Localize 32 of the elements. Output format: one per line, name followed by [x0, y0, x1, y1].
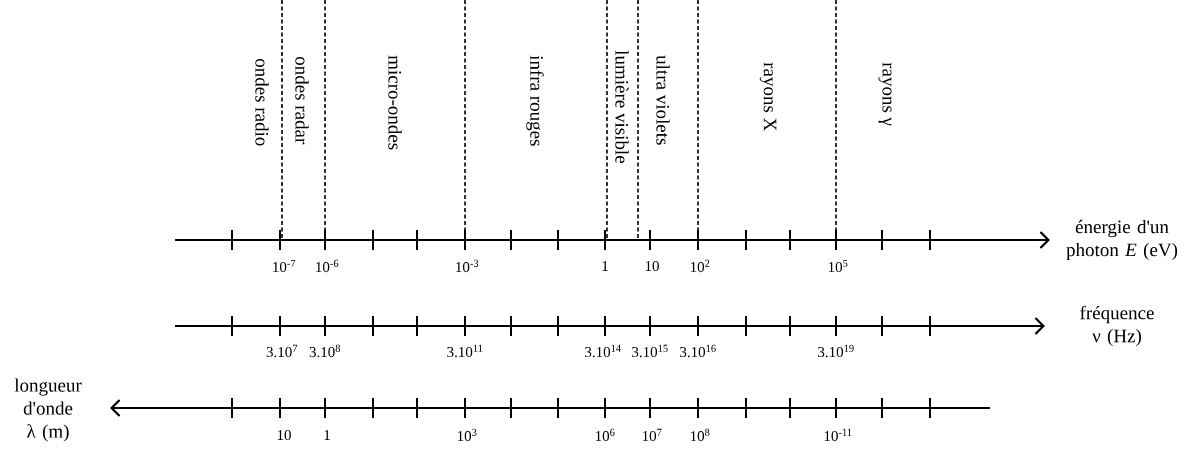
- tick-label: 10: [277, 429, 291, 441]
- band-label: rayons γ: [878, 62, 892, 126]
- band-label: rayons X: [759, 62, 777, 131]
- tick-label: 10$^{3}$: [457, 428, 477, 442]
- tick-label: 1: [602, 261, 608, 271]
- axis-title: longueur d'onde λ (m): [14, 378, 82, 442]
- tick-label: 3.10$^{11}$: [447, 344, 483, 358]
- tick-label: 10$^{-11}$: [824, 428, 852, 442]
- axis-title: fréquence ν (Hz): [1080, 305, 1154, 347]
- tick-label: 10$^{8}$: [690, 428, 710, 442]
- tick-label: 1: [324, 430, 330, 440]
- band-label: micro-ondes: [388, 55, 402, 150]
- tick-label: 3.10$^{15}$: [632, 344, 668, 358]
- tick-label: 10$^{6}$: [595, 428, 615, 442]
- tick-label: 10$^{2}$: [690, 259, 710, 273]
- tick-label: 3.10$^{8}$: [309, 344, 341, 358]
- band-label: ondes radar: [295, 56, 309, 145]
- tick-label: 10$^{7}$: [642, 428, 662, 442]
- band-label: ultra violets: [656, 55, 670, 145]
- tick-label: 3.10$^{7}$: [266, 344, 298, 358]
- band-label: ondes radio: [255, 58, 269, 146]
- tick-label: 3.10$^{19}$: [818, 344, 854, 358]
- band-label: lumière visible: [615, 50, 629, 163]
- axis-title: énergie d'un photon E (eV): [1066, 219, 1178, 261]
- tick-label: 10$^{-7}$: [273, 259, 296, 273]
- band-label: infra rouges: [526, 55, 544, 146]
- tick-label: 3.10$^{14}$: [585, 344, 621, 358]
- tick-label: 3.10$^{16}$: [680, 344, 716, 358]
- tick-label: 10$^{5}$: [828, 259, 848, 273]
- tick-label: 10$^{-3}$: [456, 259, 479, 273]
- tick-label: 10$^{-6}$: [316, 259, 339, 273]
- tick-label: 10: [645, 260, 659, 272]
